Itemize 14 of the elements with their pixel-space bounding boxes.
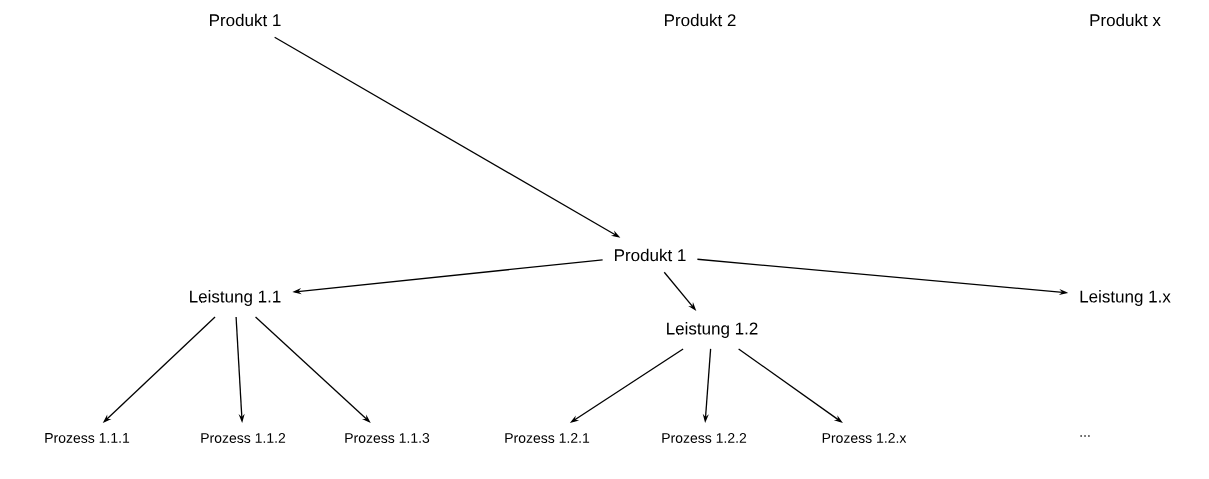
node-label: Prozess 1.1.2 bbox=[201, 433, 286, 443]
node-label: Prozess 1.1.3 bbox=[345, 433, 430, 443]
node-label: Leistung 1.2 bbox=[667, 322, 758, 338]
node-label: Prozess 1.2.1 bbox=[505, 433, 590, 443]
node-label: Produkt x bbox=[1090, 13, 1161, 27]
node-label: Leistung 1.1 bbox=[190, 290, 281, 306]
ellipsis-label: ... bbox=[1080, 435, 1090, 437]
node-label: Produkt 1 bbox=[615, 248, 686, 262]
node-label: Produkt 1 bbox=[210, 13, 281, 27]
node-label: Produkt 2 bbox=[665, 13, 736, 27]
node-label: Prozess 1.2.2 bbox=[662, 433, 747, 443]
node-label: Leistung 1.x bbox=[1080, 290, 1171, 306]
node-label: Prozess 1.1.1 bbox=[45, 433, 130, 443]
node-label: Prozess 1.2.x bbox=[822, 433, 907, 443]
